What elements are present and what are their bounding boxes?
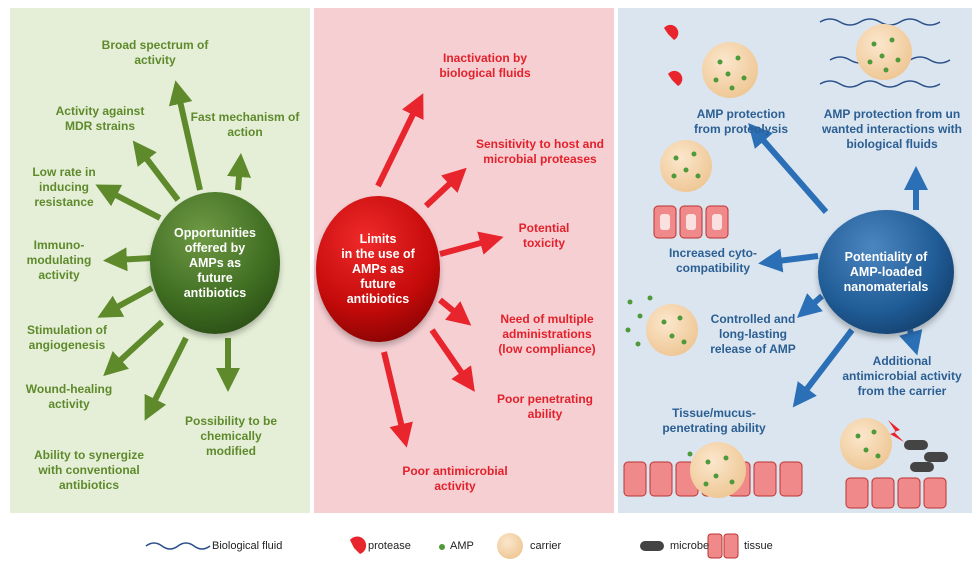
legend-microbe: microbe: [670, 540, 710, 552]
carrier-penetrating: [690, 442, 746, 498]
label-inactivation: Inactivation by biological fluids: [439, 51, 531, 80]
label-sensitivity-proteases: Sensitivity to host and microbial protea…: [475, 137, 604, 166]
red-arrows: [375, 93, 504, 448]
legend-protease: protease: [368, 540, 411, 552]
label-multiple-administrations: Need of multiple administrations (low co…: [498, 312, 596, 356]
label-low-resistance: Low rate in inducing resistance: [32, 165, 96, 209]
label-cytocompatibility: Increased cyto- compatibility: [668, 246, 758, 275]
label-toxicity: Potential toxicity: [518, 221, 570, 250]
label-wound-healing: Wound-healing activity: [25, 382, 113, 411]
label-broad-spectrum: Broad spectrum of activity: [101, 38, 209, 67]
opportunities-hub: Opportunities offered by AMPs as future …: [150, 192, 280, 334]
microbe-icons: [904, 440, 948, 472]
limits-hub: Limits in the use of AMPs as future anti…: [316, 196, 440, 342]
blue-arrows: [748, 122, 928, 408]
label-additional-activity: Additional antimicrobial activity from t…: [842, 354, 962, 398]
label-proteolysis: AMP protection from proteolysis: [693, 107, 789, 136]
protease-icons: [664, 24, 683, 86]
label-angiogenesis: Stimulation of angiogenesis: [27, 323, 107, 352]
label-mdr-strains: Activity against MDR strains: [55, 104, 145, 133]
carrier-antimicrobial: [840, 418, 892, 470]
legend-tissue-icon: [707, 533, 739, 559]
legend-carrier-icon: [497, 533, 523, 559]
lightning-icon: [888, 420, 904, 442]
label-poor-antimicrobial: Poor antimicrobial activity: [402, 464, 508, 493]
tissue-antimicrobial: [845, 477, 947, 509]
legend-amp-icon: [439, 544, 445, 550]
carrier-proteolysis: [702, 42, 758, 98]
carrier-fluid: [856, 24, 912, 80]
label-synergize: Ability to synergize with conventional a…: [33, 448, 145, 492]
carrier-cyto: [660, 140, 712, 192]
legend-tissue: tissue: [744, 540, 773, 552]
label-controlled-release: Controlled and long-lasting release of A…: [710, 312, 796, 356]
label-tissue-penetrating: Tissue/mucus- penetrating ability: [662, 406, 766, 435]
legend-fluid-icon: [145, 542, 211, 550]
legend-biological-fluid: Biological fluid: [212, 540, 283, 552]
legend-carrier: carrier: [530, 540, 562, 552]
green-arrows: [95, 80, 252, 421]
label-fast-mechanism: Fast mechanism of action: [190, 110, 300, 139]
tissue-cyto: [653, 205, 729, 239]
label-poor-penetrating: Poor penetrating ability: [496, 392, 593, 421]
potentiality-hub: Potentiality of AMP-loaded nanomaterials: [818, 210, 954, 334]
label-immunomodulating: Immuno- modulating activity: [26, 238, 92, 282]
legend-protease-icon: [350, 536, 367, 554]
legend-amp: AMP: [450, 540, 474, 552]
label-chemically-modified: Possibility to be chemically modified: [184, 414, 277, 458]
legend-microbe-icon: [640, 541, 664, 551]
label-unwanted-interactions: AMP protection from un wanted interactio…: [821, 107, 962, 151]
carrier-release: [646, 304, 698, 356]
